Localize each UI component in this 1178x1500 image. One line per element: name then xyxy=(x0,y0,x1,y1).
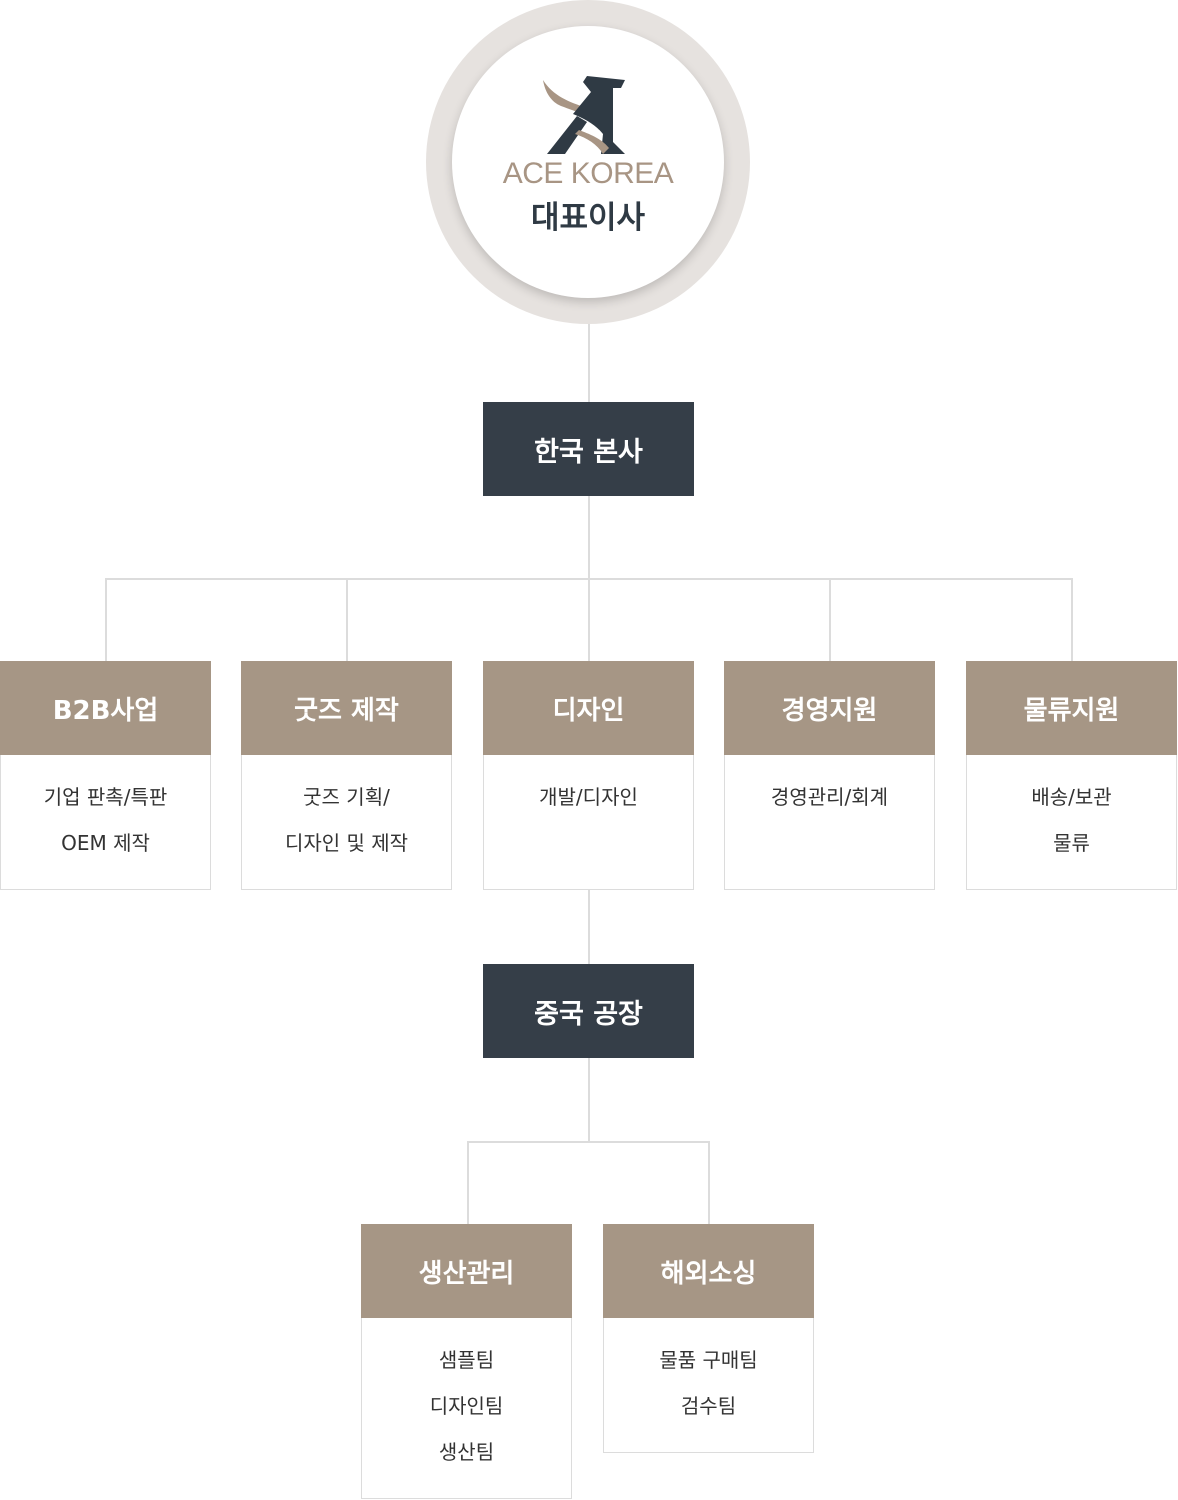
connector-factory-down xyxy=(588,1058,590,1142)
dept-item: 기업 판촉/특판 xyxy=(43,785,168,809)
connector-drop-design xyxy=(588,578,590,661)
dept-body: 물품 구매팀 검수팀 xyxy=(603,1318,814,1453)
connector-drop-sourcing xyxy=(708,1141,710,1224)
dept-design: 디자인 개발/디자인 xyxy=(483,661,694,890)
connector-drop-production xyxy=(467,1141,469,1224)
dept-header: 해외소싱 xyxy=(603,1224,814,1318)
hq-node: 한국 본사 xyxy=(483,402,694,496)
dept-item: 생산팀 xyxy=(438,1440,495,1464)
ace-korea-logo-icon xyxy=(543,76,625,154)
ceo-title: 대표이사 xyxy=(530,200,646,236)
dept-item: 물류 xyxy=(1053,831,1090,855)
connector-drop-b2b xyxy=(105,578,107,661)
connector-drop-management xyxy=(829,578,831,661)
dept-header: 굿즈 제작 xyxy=(241,661,452,755)
dept-item: OEM 제작 xyxy=(61,831,150,855)
dept-item: 개발/디자인 xyxy=(539,785,638,809)
dept-item: 디자인 및 제작 xyxy=(284,831,409,855)
dept-logistics: 물류지원 배송/보관 물류 xyxy=(966,661,1177,890)
dept-item: 디자인팀 xyxy=(429,1394,504,1418)
ceo-brand-name: ACE KOREA xyxy=(502,157,674,190)
dept-header: B2B사업 xyxy=(0,661,211,755)
dept-header: 물류지원 xyxy=(966,661,1177,755)
dept-body: 기업 판촉/특판 OEM 제작 xyxy=(0,755,211,890)
dept-item: 배송/보관 xyxy=(1031,785,1112,809)
dept-goods: 굿즈 제작 굿즈 기획/ 디자인 및 제작 xyxy=(241,661,452,890)
dept-item: 물품 구매팀 xyxy=(659,1348,758,1372)
dept-body: 샘플팀 디자인팀 생산팀 xyxy=(361,1318,572,1499)
dept-body: 굿즈 기획/ 디자인 및 제작 xyxy=(241,755,452,890)
connector-drop-goods xyxy=(346,578,348,661)
dept-body: 배송/보관 물류 xyxy=(966,755,1177,890)
dept-b2b: B2B사업 기업 판촉/특판 OEM 제작 xyxy=(0,661,211,890)
dept-header: 생산관리 xyxy=(361,1224,572,1318)
dept-production: 생산관리 샘플팀 디자인팀 생산팀 xyxy=(361,1224,572,1499)
dept-item: 검수팀 xyxy=(680,1394,737,1418)
connector-factory-horizontal xyxy=(467,1141,710,1143)
dept-header: 디자인 xyxy=(483,661,694,755)
dept-item: 경영관리/회계 xyxy=(770,785,889,809)
dept-sourcing: 해외소싱 물품 구매팀 검수팀 xyxy=(603,1224,814,1453)
dept-body: 경영관리/회계 xyxy=(724,755,935,890)
connector-drop-logistics xyxy=(1071,578,1073,661)
factory-node: 중국 공장 xyxy=(483,964,694,1058)
dept-body: 개발/디자인 xyxy=(483,755,694,890)
dept-item: 샘플팀 xyxy=(438,1348,495,1372)
dept-item: 굿즈 기획/ xyxy=(303,785,390,809)
ceo-node: ACE KOREA 대표이사 xyxy=(452,26,724,298)
connector-hq-down xyxy=(588,496,590,579)
connector-ceo-hq xyxy=(588,324,590,402)
dept-header: 경영지원 xyxy=(724,661,935,755)
connector-design-factory xyxy=(588,890,590,964)
dept-management: 경영지원 경영관리/회계 xyxy=(724,661,935,890)
